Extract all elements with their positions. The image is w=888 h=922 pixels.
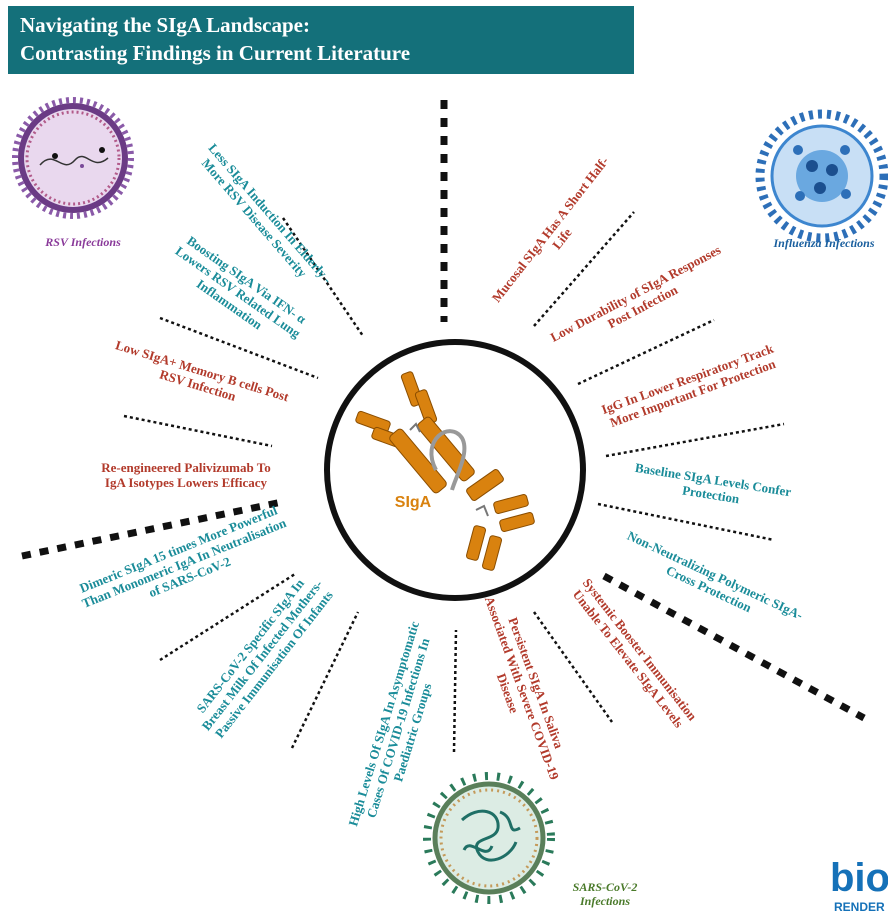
j-chain (429, 429, 467, 491)
rsv-caption: RSV Infections (45, 235, 121, 249)
sars-caption-line-1: SARS-CoV-2 (572, 880, 638, 894)
title-line-1: Navigating the SIgA Landscape: (20, 13, 310, 37)
sars-cov-2-virus-icon (423, 772, 555, 904)
logo-text-sub: RENDER (834, 900, 885, 914)
title-line-2: Contrasting Findings in Current Literatu… (20, 41, 411, 65)
influenza-caption: Influenza Infections (773, 236, 875, 250)
separator-right (602, 572, 866, 722)
separator-left (21, 498, 283, 560)
title-banner: Navigating the SIgA Landscape: Contrasti… (8, 6, 634, 74)
influenza-virus-icon (755, 109, 888, 243)
hinge (475, 504, 489, 517)
finding-text-line: Re-engineered Palivizumab To (101, 460, 271, 475)
siga-center-label: SIgA (394, 494, 432, 511)
logo-text-main: bio (830, 858, 888, 900)
biorender-logo: bio RENDER (828, 858, 888, 922)
dotted-lines (123, 211, 785, 753)
finding-text-line: IgA Isotypes Lowers Efficacy (104, 475, 268, 490)
sars-cov-2-caption: SARS-CoV-2 Infections (555, 880, 655, 908)
secretory-component (409, 422, 421, 433)
sars-caption-line-2: Infections (579, 894, 630, 908)
rsv-virus-icon (12, 97, 134, 219)
